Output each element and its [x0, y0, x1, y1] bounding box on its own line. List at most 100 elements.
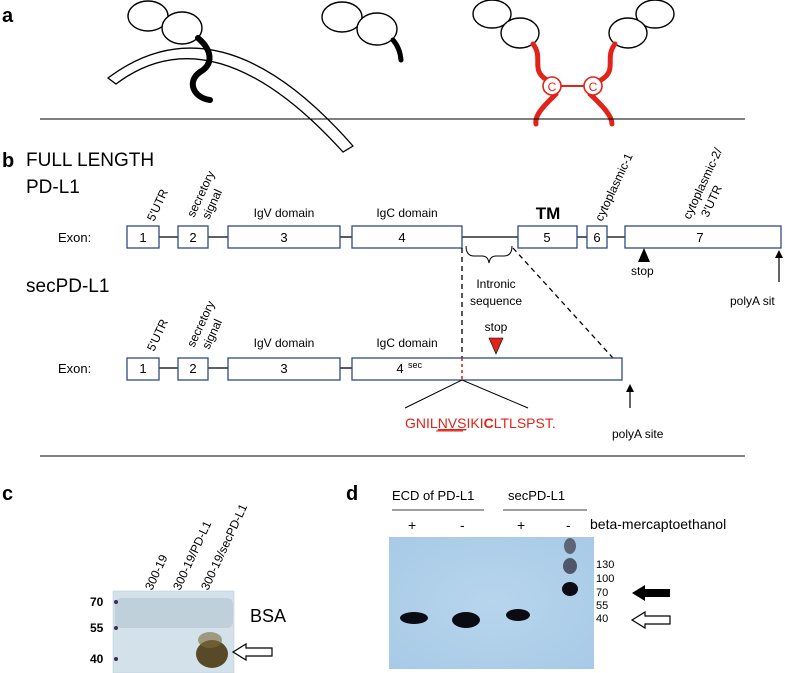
band-lane4-high-1: [564, 538, 576, 554]
sec-label-5utr: 5'UTR: [144, 317, 171, 354]
lane-label-3: 300-19/secPD-L1: [198, 501, 250, 592]
sec-label-igv: IgV domain: [254, 336, 315, 350]
mw-d-100: 100: [596, 573, 614, 585]
exon-3: [227, 225, 341, 249]
exon-row-label-sec: Exon:: [58, 361, 91, 376]
peptide-sequence: GNILNVSIKICLTLSPST.: [405, 415, 556, 431]
full-length-exon-row: [126, 225, 782, 249]
exon-row-label-full: Exon:: [58, 230, 91, 245]
sec-exon-2: [177, 357, 209, 381]
exon-1-label: 1: [139, 230, 146, 245]
stop-label-full: stop: [631, 264, 654, 278]
secreted-ecd-diagram: [321, 1, 404, 63]
label-igc: IgC domain: [376, 206, 437, 220]
mw-d-130: 130: [596, 559, 614, 571]
panel-a-label: a: [2, 5, 14, 27]
red-tail-right-lower: [587, 91, 615, 127]
bsa-band: [115, 598, 233, 628]
label-tm: TM: [536, 204, 561, 223]
full-length-title-line1: FULL LENGTH: [26, 150, 154, 171]
exon-2-label: 2: [189, 230, 196, 245]
western-blot-c: [112, 590, 235, 673]
ig-domain-2: [356, 12, 398, 46]
panel-c-label: c: [2, 483, 13, 505]
zoom-line-right: [512, 247, 614, 359]
sec-exon-3-label: 3: [280, 361, 287, 376]
band-lane1: [400, 612, 428, 624]
mw-c-70: 70: [90, 595, 104, 609]
sec-superscript: sec: [408, 360, 423, 370]
tail: [390, 37, 404, 63]
band-lane4-dimer: [562, 582, 578, 596]
treatment-1: +: [408, 517, 416, 533]
exon-4-label: 4: [398, 230, 405, 245]
sec-label-igc: IgC domain: [376, 336, 437, 350]
ig-domain-2: [161, 11, 203, 45]
sec-exon-4-label: 4: [396, 361, 403, 376]
membrane-bound-pdl1-diagram: [106, 0, 355, 153]
band-lane3: [506, 609, 530, 621]
polya-label-full: polyA sit: [730, 294, 775, 308]
secpdl1-dimer-diagram: C C: [472, 0, 675, 127]
treatment-2: -: [460, 517, 465, 533]
lane3-band-dark: [196, 640, 228, 668]
tm-segment: [189, 35, 213, 103]
western-blot-d: [389, 537, 594, 669]
exon-7: [624, 225, 782, 249]
mw-d-40: 40: [596, 613, 608, 625]
sec-exon-3: [227, 357, 341, 381]
sec-exon-1-label: 1: [139, 361, 146, 376]
ig-domain-1-right: [635, 0, 675, 29]
panel-b-label: b: [2, 150, 14, 172]
stop-marker-red: [488, 337, 504, 355]
band-lane4-high-2: [563, 558, 577, 574]
exon-2: [177, 225, 209, 249]
sec-title: secPD-L1: [26, 276, 109, 297]
exon-5-label: 5: [543, 230, 550, 245]
ig-domain-1-left: [472, 0, 512, 29]
ig-domain-2-right: [608, 17, 648, 49]
red-tail-left-lower: [533, 91, 559, 127]
exon-6: [586, 225, 608, 249]
hollow-arrow-c: [231, 642, 273, 662]
label-cytoplasmic-1: cytoplasmic-1: [592, 151, 636, 224]
membrane: [106, 47, 355, 153]
label-5utr: 5'UTR: [144, 187, 171, 224]
sec-exon-1: [126, 357, 160, 381]
cysteine-left-label: C: [548, 80, 557, 94]
mw-c-40: 40: [90, 652, 104, 666]
lane-label-1: 300-19: [142, 552, 171, 592]
group-label-ecd: ECD of PD-L1: [392, 488, 474, 503]
mw-d-70: 70: [596, 587, 608, 599]
filled-arrow-d: [632, 585, 670, 601]
full-length-title-line2: PD-L1: [26, 177, 80, 198]
treatment-label: beta-mercaptoethanol: [590, 516, 726, 532]
ig-domain-2-left: [500, 17, 540, 49]
bsa-label: BSA: [250, 606, 286, 626]
stop-marker-black: [638, 248, 650, 262]
exon-3-label: 3: [280, 230, 287, 245]
panel-d-label: d: [346, 483, 358, 505]
intronic-brace: [465, 245, 513, 264]
sec-exon-2-label: 2: [189, 361, 196, 376]
band-lane2: [452, 612, 480, 628]
polya-label-sec: polyA site: [612, 427, 664, 441]
group-label-sec: secPD-L1: [508, 488, 565, 503]
exon-7-label: 7: [696, 230, 703, 245]
cysteine-right: [583, 76, 603, 96]
intronic-label-line2: sequence: [470, 294, 522, 308]
hollow-arrow-d: [630, 610, 671, 630]
intronic-label-line1: Intronic: [476, 277, 515, 291]
mw-d-55: 55: [596, 600, 608, 612]
treatment-3: +: [517, 517, 525, 533]
exon-4: [351, 225, 463, 249]
sec-exon-row: [126, 357, 623, 381]
cysteine-left: [542, 76, 562, 96]
sec-exon-4: [351, 357, 623, 381]
mw-c-55: 55: [90, 621, 104, 635]
cysteine-right-label: C: [589, 80, 598, 94]
ig-domain-1: [321, 1, 363, 33]
label-igv: IgV domain: [254, 206, 315, 220]
exon-5: [517, 225, 578, 249]
